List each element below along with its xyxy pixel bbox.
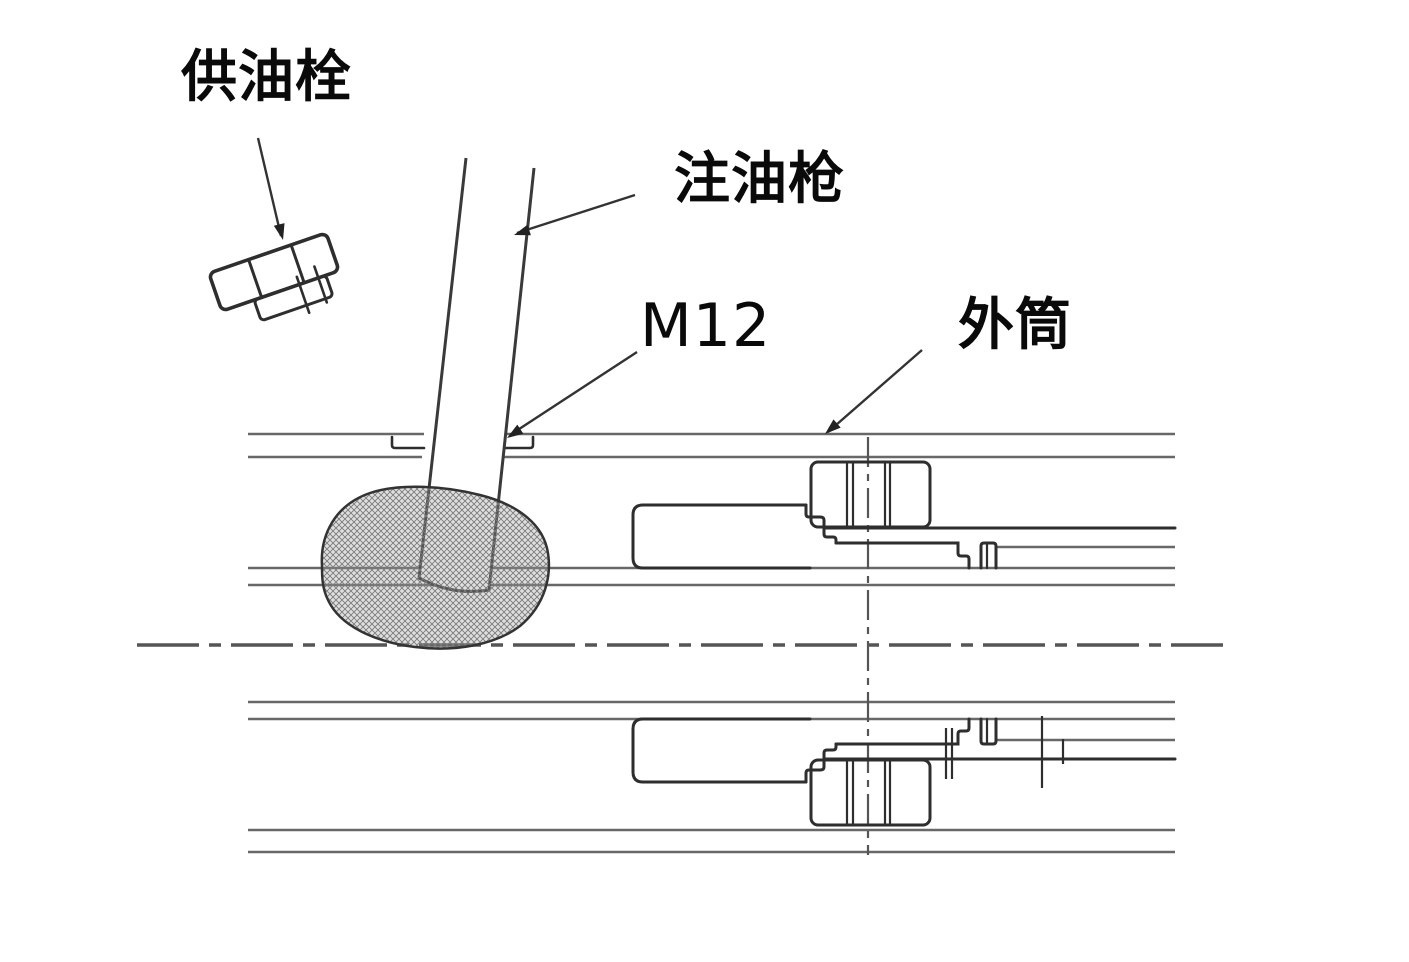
leader-outer-cylinder — [827, 349, 923, 433]
leader-arrowheads — [273, 223, 841, 438]
lower-assembly-ticks — [944, 716, 1065, 788]
label-grease-gun: 注油枪 — [674, 147, 845, 212]
flange-tab — [979, 541, 998, 570]
washer-step — [822, 526, 838, 545]
housing-block — [631, 503, 812, 570]
flange-bolt-assembly-bottom — [631, 717, 1177, 827]
flange-bolt-head — [809, 460, 932, 529]
leader-m12 — [509, 350, 638, 437]
m12-fitting — [390, 435, 535, 450]
label-outer-cylinder: 外筒 — [958, 293, 1072, 358]
label-oil-supply-plug: 供油栓 — [181, 45, 352, 110]
label-m12-thread-size: M12 — [640, 291, 772, 361]
block-step — [804, 503, 826, 530]
bolt-shank — [253, 274, 334, 322]
grease-blob — [320, 485, 551, 650]
leader-grease-gun — [516, 193, 636, 235]
leader-oil-supply-plug — [256, 137, 283, 237]
leader-lines — [256, 137, 923, 437]
flange-plate — [834, 541, 971, 570]
oil-supply-plug-bolt — [208, 232, 340, 322]
flange-bolt-assembly-top — [631, 460, 1177, 570]
